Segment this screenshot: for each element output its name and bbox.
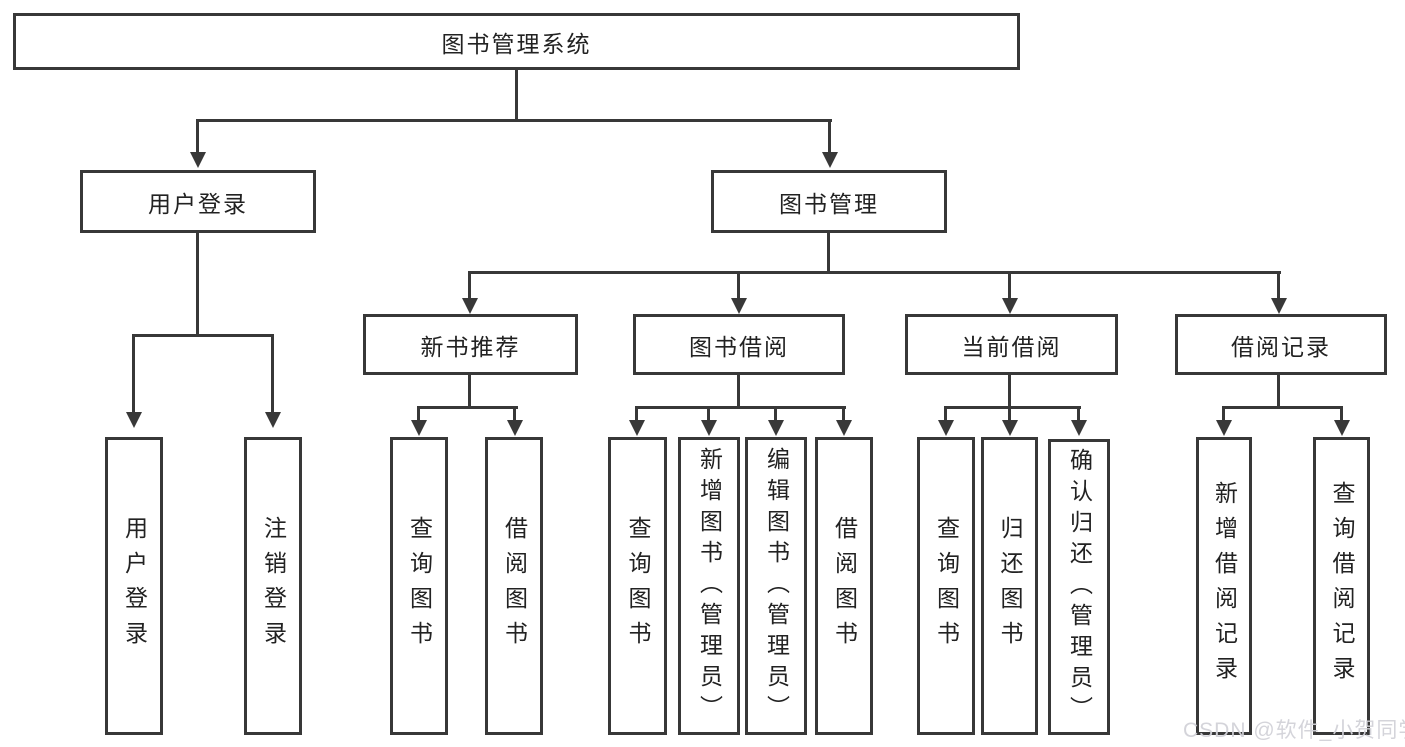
leaf-nb-borrow-books: 借阅图书 [485, 437, 543, 735]
connector-new-book-rail [417, 406, 518, 409]
connector-borrowing-records-stub [1277, 375, 1280, 409]
connector-user-login-stub [196, 233, 199, 337]
arrow-to-bb-add-books [707, 409, 710, 421]
arrow-to-br-add-record [1222, 409, 1225, 421]
node-book-management: 图书管理 [711, 170, 947, 233]
arrow-to-leaf-logout [271, 337, 274, 413]
arrow-to-cb-return-books [1008, 409, 1011, 421]
connector-current-borrowing-rail [944, 406, 1081, 409]
connector-new-book-stub [468, 375, 471, 409]
connector-level3-rail [468, 271, 1281, 274]
connector-current-borrowing-stub [1008, 375, 1011, 409]
connector-book-borrowing-stub [737, 375, 740, 409]
arrow-to-nb-borrow-books [513, 409, 516, 421]
arrow-to-book-borrowing [737, 274, 740, 299]
arrow-to-leaf-user-login [132, 337, 135, 413]
leaf-bb-borrow-books: 借阅图书 [815, 437, 873, 735]
leaf-bb-add-books-admin: 新增图书（管理员） [678, 437, 740, 735]
connector-root-stub [515, 69, 518, 122]
node-book-borrowing: 图书借阅 [633, 314, 845, 375]
arrow-to-nb-query-books [417, 409, 420, 421]
connector-user-login-rail [132, 334, 274, 337]
connector-level2-rail [196, 119, 832, 122]
node-new-book-recommend: 新书推荐 [363, 314, 578, 375]
arrow-to-borrowing-records [1277, 274, 1280, 299]
arrow-to-bb-query-books [635, 409, 638, 421]
leaf-bb-query-books: 查询图书 [608, 437, 667, 735]
leaf-nb-query-books: 查询图书 [390, 437, 448, 735]
arrow-to-book-management [828, 121, 831, 153]
leaf-user-login: 用户登录 [105, 437, 163, 735]
leaf-bb-edit-books-admin: 编辑图书（管理员） [745, 437, 807, 735]
connector-borrowing-records-rail [1222, 406, 1343, 409]
connector-book-borrowing-rail [635, 406, 846, 409]
leaf-br-add-borrow-record: 新增借阅记录 [1196, 437, 1252, 735]
node-root-library-management-system: 图书管理系统 [13, 13, 1020, 70]
arrow-to-current-borrowing [1008, 274, 1011, 299]
arrow-to-bb-edit-books [774, 409, 777, 421]
arrow-to-br-query-record [1340, 409, 1343, 421]
arrow-to-cb-query-books [944, 409, 947, 421]
connector-book-management-stub [827, 233, 830, 274]
node-current-borrowing: 当前借阅 [905, 314, 1118, 375]
arrow-to-user-login [196, 121, 199, 153]
leaf-cb-query-books: 查询图书 [917, 437, 975, 735]
leaf-logout: 注销登录 [244, 437, 302, 735]
arrow-to-cb-confirm-return [1077, 409, 1080, 421]
node-user-login: 用户登录 [80, 170, 316, 233]
leaf-cb-return-books: 归还图书 [981, 437, 1038, 735]
leaf-cb-confirm-return-admin: 确认归还（管理员） [1048, 439, 1110, 735]
csdn-watermark: CSDN @软件_小贺同学 [1183, 719, 1405, 742]
arrow-to-new-book-recommend [468, 274, 471, 299]
leaf-br-query-borrow-record: 查询借阅记录 [1313, 437, 1370, 735]
node-borrowing-records: 借阅记录 [1175, 314, 1387, 375]
arrow-to-bb-borrow-books [842, 409, 845, 421]
